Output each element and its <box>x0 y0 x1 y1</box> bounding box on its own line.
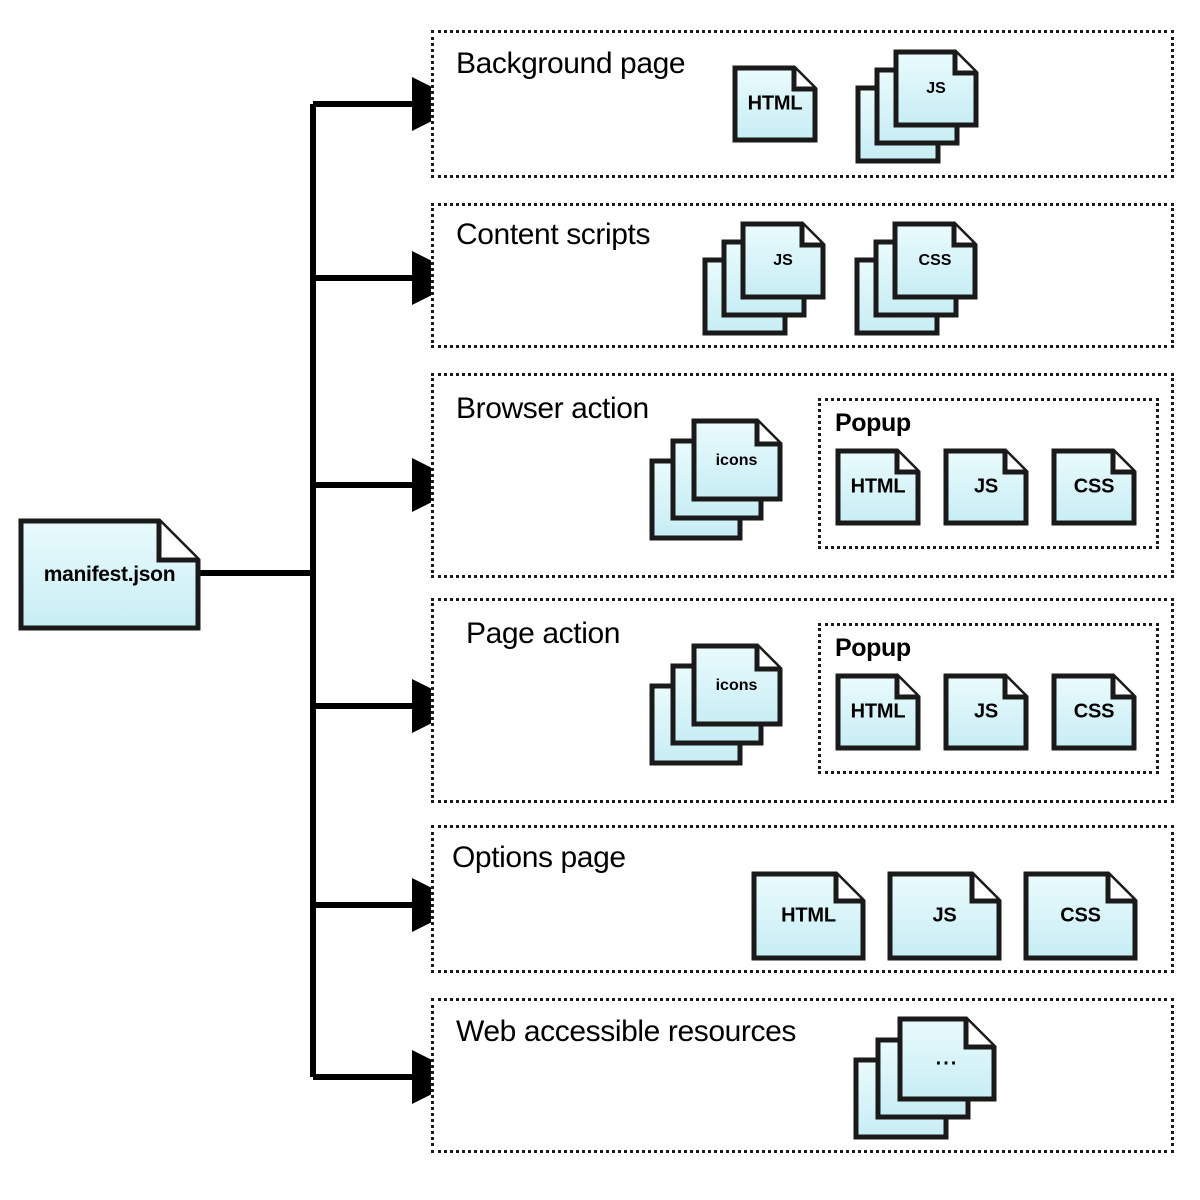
document-icon <box>18 518 201 631</box>
section-background-page[interactable]: Background page HTML <box>431 30 1174 178</box>
html-file-icon[interactable]: HTML <box>835 448 921 526</box>
section-title-background-page: Background page <box>456 47 686 80</box>
section-title-page-action: Page action <box>466 617 621 650</box>
section-page-action[interactable]: Page action icons Popup <box>431 598 1174 803</box>
html-file-icon[interactable]: HTML <box>732 65 818 143</box>
popup-title: Popup <box>835 409 911 437</box>
section-title-options-page: Options page <box>452 841 626 874</box>
icons-file-stack-icon[interactable]: icons <box>649 642 785 766</box>
css-file-icon[interactable]: CSS <box>1023 871 1138 961</box>
popup-box-page-action[interactable]: Popup HTML JS <box>818 623 1159 774</box>
css-file-icon[interactable]: CSS <box>1051 448 1137 526</box>
section-content-scripts[interactable]: Content scripts JS <box>431 203 1174 348</box>
js-file-icon[interactable]: JS <box>887 871 1002 961</box>
popup-title: Popup <box>835 634 911 662</box>
popup-box-browser-action[interactable]: Popup HTML JS <box>818 398 1159 549</box>
section-title-browser-action: Browser action <box>456 392 649 425</box>
js-file-stack-icon[interactable]: JS <box>702 220 828 336</box>
js-file-icon[interactable]: JS <box>943 673 1029 751</box>
html-file-icon[interactable]: HTML <box>835 673 921 751</box>
html-file-icon[interactable]: HTML <box>751 871 866 961</box>
icons-file-stack-icon[interactable]: icons <box>649 417 785 541</box>
section-browser-action[interactable]: Browser action icons Popup <box>431 373 1174 578</box>
js-file-icon[interactable]: JS <box>943 448 1029 526</box>
css-file-icon[interactable]: CSS <box>1051 673 1137 751</box>
section-options-page[interactable]: Options page HTML JS <box>431 825 1174 973</box>
js-file-stack-icon[interactable]: JS <box>855 48 981 164</box>
section-title-content-scripts: Content scripts <box>456 218 651 251</box>
section-title-web-accessible-resources: Web accessible resources <box>456 1015 796 1048</box>
css-file-stack-icon[interactable]: CSS <box>854 220 980 336</box>
generic-file-label: ... <box>935 1047 959 1070</box>
manifest-json-node[interactable]: manifest.json <box>18 518 201 631</box>
section-web-accessible-resources[interactable]: Web accessible resources ... <box>431 998 1174 1153</box>
generic-file-stack-icon[interactable]: ... <box>853 1015 999 1140</box>
